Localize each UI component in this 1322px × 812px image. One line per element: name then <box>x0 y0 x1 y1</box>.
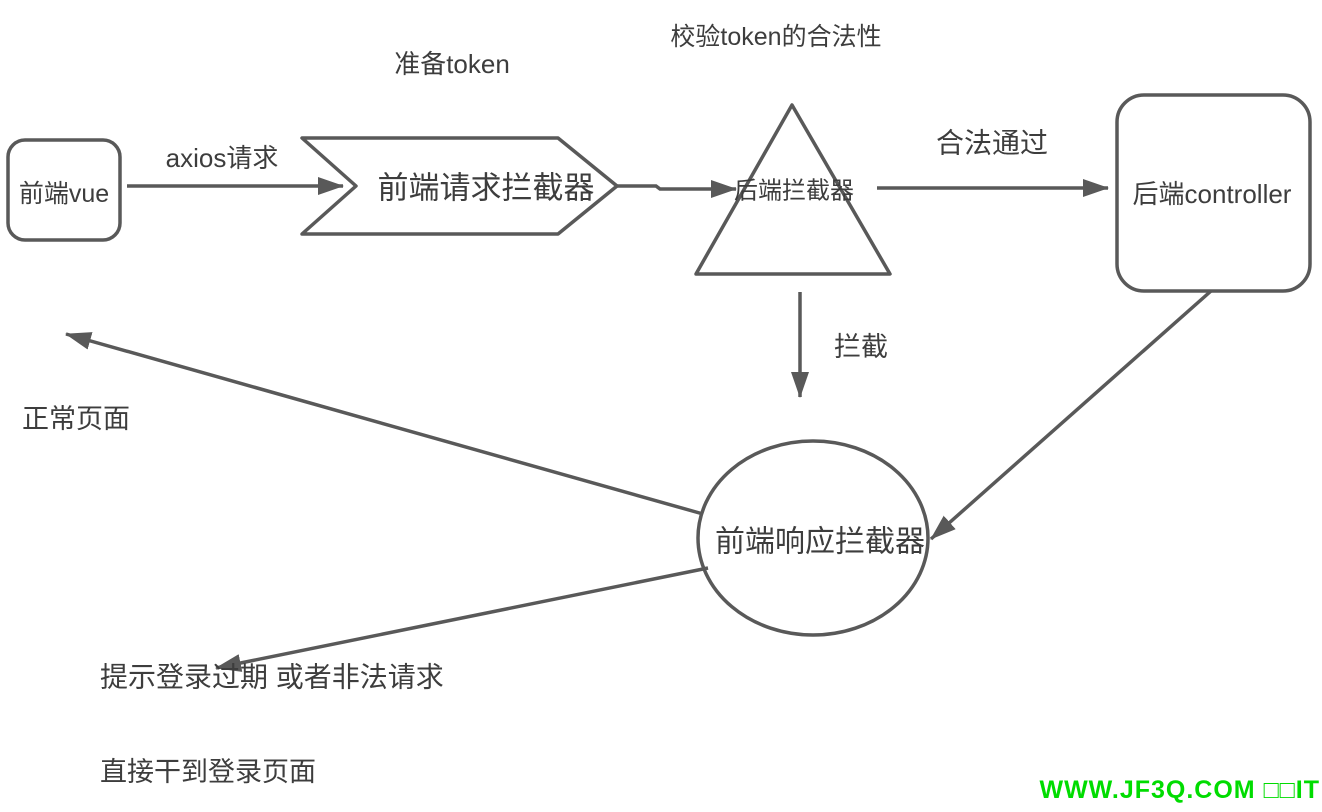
frontend-response-interceptor-label: 前端响应拦截器 <box>715 526 925 559</box>
arrow-request-interceptor-to-backend <box>617 180 737 198</box>
intercept-label: 拦截 <box>834 332 888 362</box>
arrow-to-login-expired <box>215 566 709 672</box>
backend-interceptor-label: 后端拦截器 <box>734 178 854 205</box>
validate-token-title: 校验token的合法性 <box>670 23 881 51</box>
frontend-vue-label: 前端vue <box>19 180 109 208</box>
arrow-controller-to-response-interceptor <box>929 289 1213 541</box>
frontend-response-interceptor-node <box>696 439 930 637</box>
legal-pass-label: 合法通过 <box>936 128 1048 159</box>
watermark-text: WWW.JF3Q.COM □□IT <box>1039 776 1320 804</box>
frontend-request-interceptor-node <box>300 136 619 236</box>
axios-request-label: axios请求 <box>166 143 279 173</box>
prepare-token-label: 准备token <box>394 49 510 79</box>
backend-controller-node <box>1115 93 1312 293</box>
backend-controller-label: 后端controller <box>1133 179 1292 209</box>
login-expired-text: 提示登录过期 或者非法请求 <box>100 662 444 693</box>
frontend-vue-node <box>6 138 122 242</box>
normal-page-text: 正常页面 <box>22 404 130 434</box>
goto-login-text: 直接干到登录页面 <box>100 757 316 787</box>
arrow-to-normal-page <box>65 332 704 516</box>
frontend-request-interceptor-label: 前端请求拦截器 <box>378 171 595 206</box>
backend-interceptor-node <box>694 103 892 276</box>
